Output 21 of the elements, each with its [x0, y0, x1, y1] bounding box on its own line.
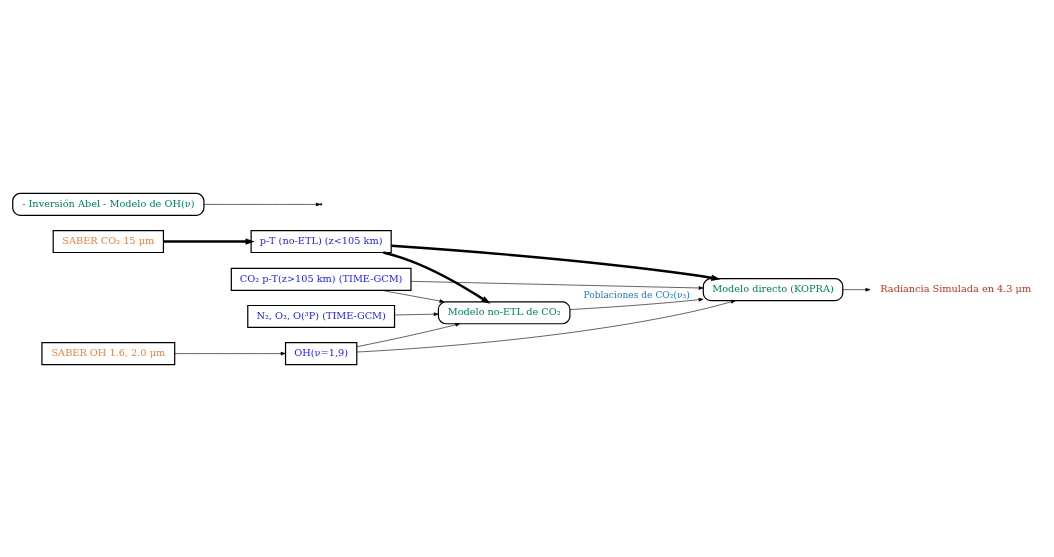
- arrow: [381, 289, 445, 303]
- node-box: SABER OH 1.6, 2.0 μm: [41, 341, 176, 365]
- node-box: p-T (no-ETL) (z<105 km): [250, 229, 392, 253]
- arrow: [356, 322, 461, 347]
- arrow: [569, 297, 704, 310]
- node-text: Radiancia Simulada en 4.3 μm: [880, 282, 1032, 294]
- node-box: SABER CO₂ 15 μm: [52, 229, 165, 253]
- arrow: [842, 287, 871, 291]
- node-box: CO₂ p-T(z>105 km) (TIME-GCM): [230, 267, 412, 291]
- node-box: OH(ν=1,9): [284, 341, 358, 365]
- node-box: - Inversión Abel - Modelo de OH(ν): [12, 192, 205, 216]
- arrow: [163, 237, 255, 245]
- arrow: [174, 351, 286, 355]
- arrow: [391, 244, 721, 281]
- arrow: [410, 280, 704, 290]
- node-box: N₂, O₂, O(³P) (TIME-GCM): [247, 304, 396, 328]
- arrow: [394, 311, 439, 316]
- edge-label: Poblaciones de CO₂(ν₃): [583, 289, 690, 300]
- node-box: Modelo directo (KOPRA): [702, 277, 844, 301]
- arrow: [383, 250, 491, 304]
- arrow: [356, 299, 736, 352]
